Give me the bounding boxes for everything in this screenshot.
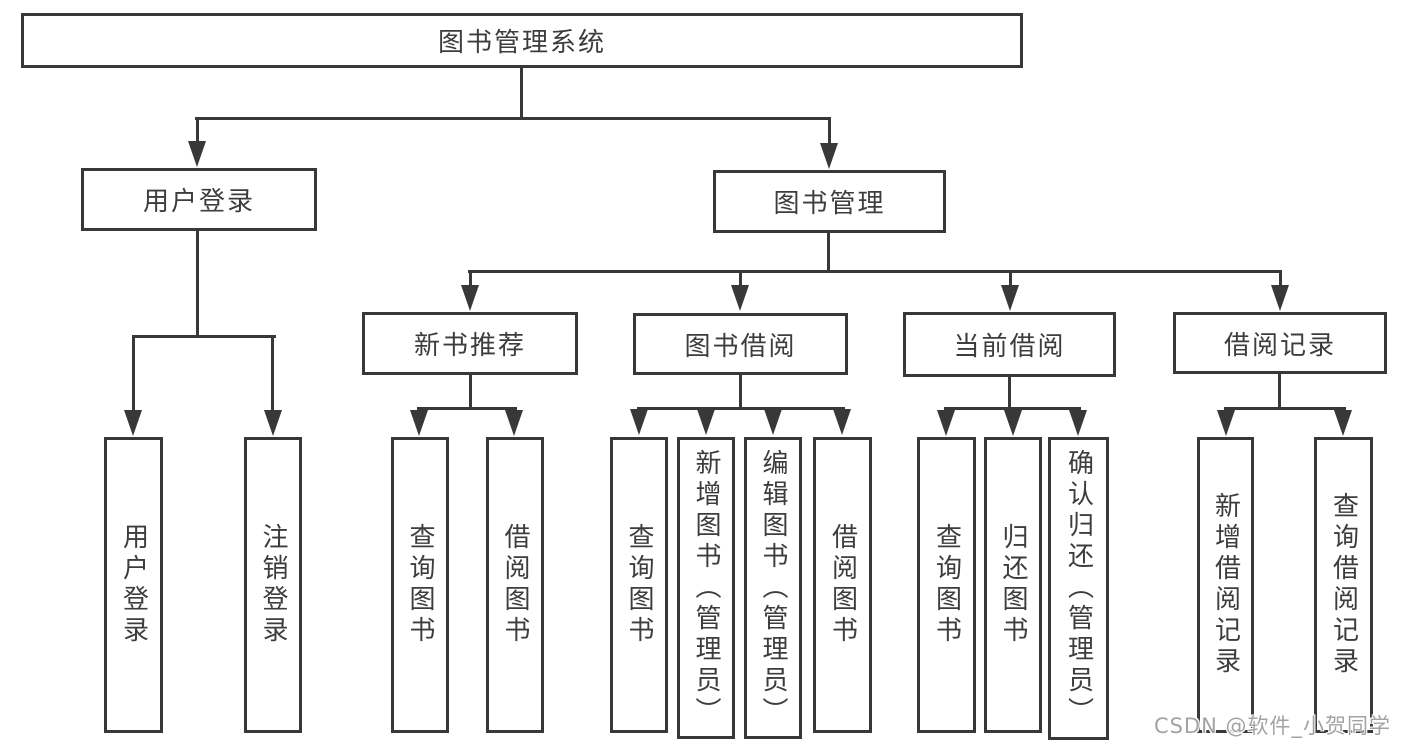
leaf-query-books-recommend: 查询图书 — [391, 437, 449, 733]
leaf-return-books: 归还图书 — [984, 437, 1042, 733]
node-new-book-recommend-label: 新书推荐 — [413, 331, 526, 361]
node-new-book-recommend: 新书推荐 — [362, 312, 578, 375]
connector-current-borrow-bar — [944, 407, 1081, 410]
leaf-borrow-books-recommend-label: 借阅图书 — [500, 523, 530, 647]
leaf-borrow-books-label: 借阅图书 — [827, 523, 858, 647]
connector-new-book-rec-bar — [417, 407, 517, 410]
arrow-down-icon — [505, 410, 523, 436]
node-current-borrowing: 当前借阅 — [903, 312, 1116, 377]
watermark: CSDN @软件_小贺同学 — [1153, 714, 1391, 738]
node-borrowing-records-label: 借阅记录 — [1223, 330, 1336, 361]
arrow-down-icon — [410, 410, 428, 436]
node-current-borrowing-label: 当前借阅 — [953, 332, 1066, 362]
arrow-down-icon — [937, 410, 955, 436]
connector-borrow-records-trunk — [1278, 372, 1281, 410]
leaf-add-borrow-record-label: 新增借阅记录 — [1210, 492, 1241, 678]
connector-book-borrow-trunk — [739, 373, 742, 410]
leaf-confirm-return-admin: 确认归还（管理员） — [1048, 437, 1109, 740]
node-borrowing-records: 借阅记录 — [1173, 312, 1387, 374]
leaf-add-borrow-record: 新增借阅记录 — [1197, 437, 1254, 733]
leaf-user-login: 用户登录 — [104, 437, 163, 733]
connector-drop-new-book-rec — [469, 270, 472, 287]
leaf-confirm-return-admin-label: 确认归还（管理员） — [1063, 449, 1094, 728]
connector-drop-book-borrow — [739, 270, 742, 287]
leaf-query-books-recommend-label: 查询图书 — [405, 523, 435, 647]
connector-drop-login — [132, 335, 135, 412]
connector-book-borrow-bar — [637, 407, 845, 410]
connector-borrow-records-bar — [1224, 407, 1346, 410]
leaf-user-login-label: 用户登录 — [118, 523, 149, 647]
arrow-down-icon — [1001, 285, 1019, 311]
node-library-system-label: 图书管理系统 — [437, 28, 606, 58]
connector-drop-user-login — [196, 117, 199, 143]
leaf-borrow-books: 借阅图书 — [813, 437, 872, 733]
leaf-query-books-current-label: 查询图书 — [931, 523, 962, 647]
arrow-down-icon — [820, 143, 838, 169]
connector-root-trunk — [520, 66, 523, 120]
leaf-query-books-borrowing-label: 查询图书 — [624, 523, 654, 647]
arrow-down-icon — [461, 285, 479, 311]
arrow-down-icon — [1217, 410, 1235, 436]
leaf-add-books-admin: 新增图书（管理员） — [677, 437, 735, 739]
leaf-query-books-borrowing: 查询图书 — [610, 437, 668, 733]
leaf-query-borrow-record: 查询借阅记录 — [1314, 437, 1373, 733]
leaf-borrow-books-recommend: 借阅图书 — [486, 437, 544, 733]
node-library-system: 图书管理系统 — [21, 13, 1023, 68]
arrow-down-icon — [1004, 410, 1022, 436]
connector-drop-book-mgmt — [828, 117, 831, 145]
arrow-down-icon — [630, 409, 648, 435]
arrow-down-icon — [764, 409, 782, 435]
leaf-add-books-admin-label: 新增图书（管理员） — [691, 448, 721, 728]
leaf-return-books-label: 归还图书 — [998, 523, 1028, 647]
arrow-down-icon — [1271, 285, 1289, 311]
node-book-management-label: 图书管理 — [773, 189, 886, 219]
leaf-edit-books-admin-label: 编辑图书（管理员） — [758, 448, 788, 728]
connector-book-mgmt-trunk — [827, 231, 830, 273]
node-book-borrowing: 图书借阅 — [633, 313, 848, 375]
connector-current-borrow-trunk — [1008, 375, 1011, 410]
arrow-down-icon — [188, 141, 206, 167]
arrow-down-icon — [1334, 410, 1352, 436]
node-user-login-label: 用户登录 — [142, 187, 255, 217]
connector-level2-bar — [195, 117, 831, 120]
connector-drop-logout — [271, 335, 274, 412]
connector-level3-bar — [468, 270, 1282, 273]
connector-drop-borrow-records — [1279, 270, 1282, 287]
arrow-down-icon — [264, 410, 282, 436]
node-book-management: 图书管理 — [713, 170, 946, 233]
connector-drop-current-borrow — [1009, 270, 1012, 287]
node-user-login: 用户登录 — [81, 168, 317, 231]
connector-user-login-bar — [132, 335, 276, 338]
connector-new-book-rec-trunk — [469, 373, 472, 410]
arrow-down-icon — [731, 285, 749, 311]
leaf-logout-login: 注销登录 — [244, 437, 302, 733]
arrow-down-icon — [124, 410, 142, 436]
connector-user-login-trunk — [196, 230, 199, 338]
leaf-query-books-current: 查询图书 — [917, 437, 976, 733]
node-book-borrowing-label: 图书借阅 — [684, 331, 797, 362]
leaf-logout-login-label: 注销登录 — [258, 523, 288, 647]
arrow-down-icon — [697, 409, 715, 435]
arrow-down-icon — [833, 409, 851, 435]
leaf-query-borrow-record-label: 查询借阅记录 — [1328, 492, 1359, 678]
leaf-edit-books-admin: 编辑图书（管理员） — [744, 437, 802, 739]
arrow-down-icon — [1069, 410, 1087, 436]
